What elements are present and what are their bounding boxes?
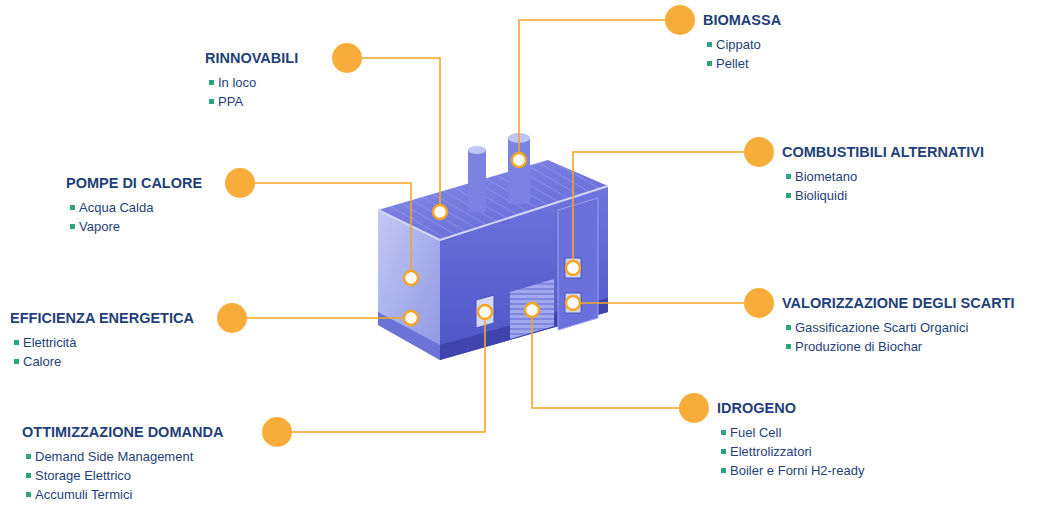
bullet-item: Cippato [707, 35, 781, 54]
bullet-item: Bioliquidi [786, 186, 984, 205]
bullet-item: Vapore [70, 217, 202, 236]
callout-circle [744, 288, 774, 318]
side-bay [558, 198, 598, 330]
callout-heading: IDROGENO [717, 398, 864, 418]
window [565, 293, 581, 313]
callout-group: VALORIZZAZIONE DEGLI SCARTI Gassificazion… [782, 293, 1015, 356]
callout-heading: VALORIZZAZIONE DEGLI SCARTI [782, 293, 1015, 313]
callout-circle [217, 303, 247, 333]
callout-group: OTTIMIZZAZIONE DOMANDA Demand Side Manage… [22, 422, 223, 504]
bullet-item: PPA [209, 92, 298, 111]
callout-heading: POMPE DI CALORE [66, 173, 202, 193]
bullet-item: Elettricità [14, 333, 194, 352]
wall-base [378, 312, 440, 360]
bullet-item: In loco [209, 73, 298, 92]
bullet-item: Demand Side Management [26, 447, 223, 466]
pin-dot [433, 205, 447, 219]
callout-group: IDROGENO Fuel CellElettrolizzatoriBoiler … [717, 398, 864, 480]
leader-line [573, 152, 744, 260]
bullet-item: Boiler e Forni H2-ready [721, 461, 864, 480]
pin-dots [404, 153, 580, 325]
leader-line [580, 302, 744, 304]
window [565, 258, 581, 278]
callout-group: EFFICIENZA ENERGETICA ElettricitàCalore [10, 308, 194, 371]
pin-dot [566, 296, 580, 310]
bullet-item: Gassificazione Scarti Organici [786, 318, 1015, 337]
callout-group: RINNOVABILI In locoPPA [205, 48, 298, 111]
callout-heading: EFFICIENZA ENERGETICA [10, 308, 194, 328]
callout-heading: OTTIMIZZAZIONE DOMANDA [22, 422, 223, 442]
leader-line [519, 20, 665, 152]
bullet-item: Storage Elettrico [26, 466, 223, 485]
bullet-item: Pellet [707, 54, 781, 73]
leader-line [362, 58, 440, 204]
bullet-item: Fuel Cell [721, 423, 864, 442]
callout-circle [225, 168, 255, 198]
bullet-item: Acqua Calda [70, 198, 202, 217]
leader-line [255, 183, 411, 270]
callout-circle [332, 43, 362, 73]
leader-lines [247, 20, 744, 432]
callout-circle [679, 393, 709, 423]
bullet-item: Calore [14, 352, 194, 371]
pin-dot [566, 261, 580, 275]
callout-heading: COMBUSTIBILI ALTERNATIVI [782, 142, 984, 162]
callout-circle [744, 137, 774, 167]
pin-dot [525, 303, 539, 317]
pin-dot [404, 311, 418, 325]
roof-edge [378, 210, 440, 240]
callout-circle [262, 417, 292, 447]
callout-group: BIOMASSA CippatoPellet [703, 10, 781, 73]
bullet-item: Produzione di Biochar [786, 337, 1015, 356]
leader-line [292, 320, 485, 432]
leader-line [247, 317, 403, 319]
bullet-item: Elettrolizzatori [721, 442, 864, 461]
callout-heading: BIOMASSA [703, 10, 781, 30]
callout-group: POMPE DI CALORE Acqua CaldaVapore [66, 173, 202, 236]
callout-group: COMBUSTIBILI ALTERNATIVI BiometanoBioliqu… [782, 142, 984, 205]
chimney [468, 150, 486, 212]
bullet-item: Accumuli Termici [26, 485, 223, 504]
bullet-item: Biometano [786, 167, 984, 186]
pin-dot [478, 305, 492, 319]
pin-dot [512, 153, 526, 167]
leader-line [532, 318, 679, 408]
callout-heading: RINNOVABILI [205, 48, 298, 68]
chimney-top [468, 146, 486, 154]
callout-circle [665, 5, 695, 35]
pin-dot [404, 271, 418, 285]
